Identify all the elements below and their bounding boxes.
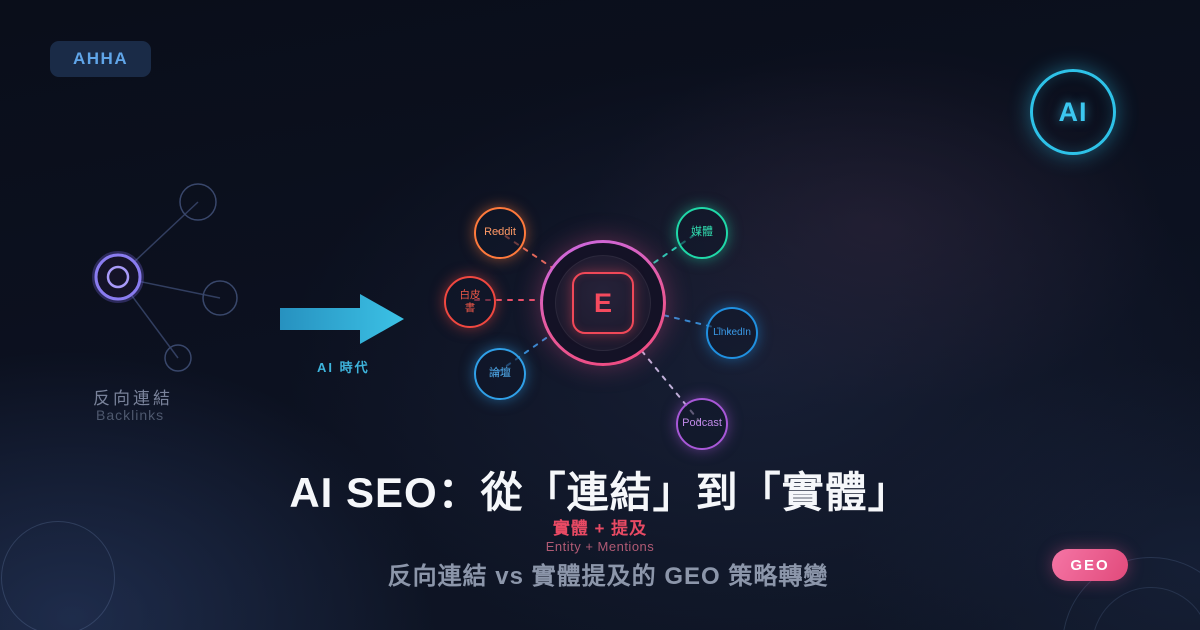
backlinks-label-en: Backlinks xyxy=(96,407,165,423)
entity-hub: E xyxy=(540,240,666,366)
backlinks-label-zh: 反向連結 xyxy=(93,389,173,408)
brand-badge-label: AHHA xyxy=(73,49,129,68)
entity-node-whitepaper: 白皮書 xyxy=(444,276,496,328)
brand-badge: AHHA xyxy=(50,41,152,77)
entity-node-linkedin: LinkedIn xyxy=(706,307,758,359)
entity-hub-label: E xyxy=(593,287,612,318)
subtitle-highlight-en: Entity + Mentions xyxy=(545,539,655,554)
right-arrow-icon xyxy=(276,288,412,352)
entity-node-podcast: Podcast xyxy=(676,398,728,450)
page-title: AI SEO：從「連結」到「實體」 xyxy=(289,469,911,516)
entity-node-label: 媒體 xyxy=(691,226,713,239)
ai-medallion: AI xyxy=(1030,69,1116,155)
geo-badge: GEO xyxy=(1052,549,1128,581)
decor-circle-bottom-left xyxy=(1,521,115,630)
subtitle-description: 反向連結 vs 實體提及的 GEO 策略轉變 xyxy=(387,563,829,590)
entity-node-media: 媒體 xyxy=(676,207,728,259)
ai-medallion-label: AI xyxy=(1058,96,1088,127)
entity-node-label: Reddit xyxy=(484,226,516,239)
subtitle-highlight-zh: 實體 + 提及 xyxy=(552,519,648,538)
arrow-label: AI 時代 xyxy=(317,360,370,375)
entity-node-label: 白皮書 xyxy=(459,288,481,314)
entity-node-label: LinkedIn xyxy=(713,326,751,338)
entity-node-forum: 論壇 xyxy=(474,348,526,400)
backlinks-network-graphic xyxy=(92,183,238,372)
entity-node-label: Podcast xyxy=(682,417,722,430)
entity-node-reddit: Reddit xyxy=(474,207,526,259)
entity-hub-inner: E xyxy=(555,255,651,351)
entity-hub-icon: E xyxy=(572,272,634,334)
geo-badge-label: GEO xyxy=(1070,556,1110,574)
entity-node-label: 論壇 xyxy=(489,367,511,380)
